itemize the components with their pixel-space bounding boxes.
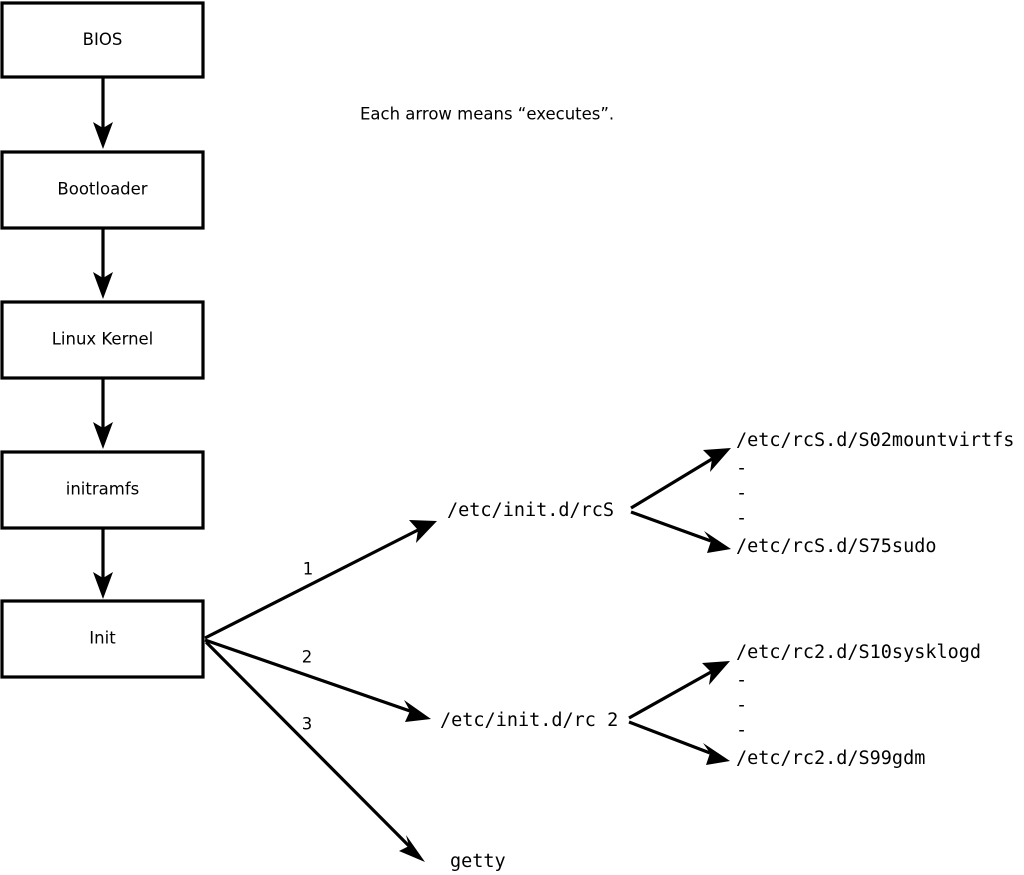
stage-box-init: Init — [0, 599, 205, 679]
edge-number-2: 2 — [302, 648, 313, 667]
label-rc2-d-last-script: /etc/rc2.d/S99gdm — [736, 748, 925, 769]
stage-box-bootloader: Bootloader — [0, 150, 205, 230]
arrow-rc2-to-first-script — [628, 661, 730, 720]
arrow-initramfs-to-init — [93, 528, 113, 599]
label-rcs-d-first-script: /etc/rcS.d/S02mountvirtfs — [736, 430, 1014, 451]
arrow-bootloader-to-kernel — [93, 228, 113, 299]
stage-label-kernel: Linux Kernel — [52, 330, 154, 349]
arrow-init-branch-3 — [204, 640, 425, 862]
rc2-ellipsis-dash-1: - — [736, 670, 747, 691]
arrow-rcs-to-last-script — [630, 510, 731, 553]
edge-number-3: 3 — [302, 715, 313, 734]
label-etc-init-d-rc2: /etc/init.d/rc 2 — [440, 710, 618, 731]
stage-box-bios: BIOS — [0, 1, 205, 79]
rcs-ellipsis-dash-3: - — [736, 508, 747, 529]
arrow-kernel-to-initramfs — [93, 378, 113, 449]
arrow-rcs-to-first-script — [630, 448, 731, 510]
stage-label-init: Init — [89, 629, 116, 648]
arrow-rc2-to-last-script — [628, 720, 730, 765]
stage-label-bootloader: Bootloader — [57, 180, 147, 199]
rc2-ellipsis-dash-3: - — [736, 720, 747, 741]
label-rcs-d-last-script: /etc/rcS.d/S75sudo — [736, 536, 936, 557]
label-getty: getty — [450, 851, 506, 872]
stage-label-bios: BIOS — [83, 30, 123, 49]
arrow-init-branch-2 — [204, 638, 431, 722]
rcs-ellipsis-dash-2: - — [736, 483, 747, 504]
rcs-ellipsis-dash-1: - — [736, 458, 747, 479]
stage-box-initramfs: initramfs — [0, 450, 205, 530]
label-rc2-d-first-script: /etc/rc2.d/S10sysklogd — [736, 642, 981, 663]
edge-number-1: 1 — [303, 560, 314, 579]
rc2-ellipsis-dash-2: - — [736, 695, 747, 716]
caption-text: Each arrow means “executes”. — [360, 105, 614, 124]
arrow-init-branch-1 — [204, 520, 437, 640]
stage-label-initramfs: initramfs — [66, 480, 139, 499]
stage-box-kernel: Linux Kernel — [0, 300, 205, 380]
arrow-bios-to-bootloader — [93, 77, 113, 149]
label-etc-init-d-rcs: /etc/init.d/rcS — [447, 500, 614, 521]
